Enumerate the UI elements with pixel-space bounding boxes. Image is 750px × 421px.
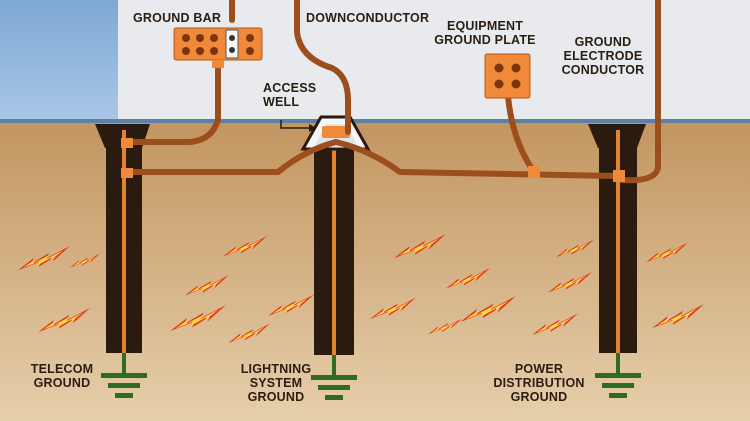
- downconductor-label: DOWNCONDUCTOR: [306, 11, 430, 25]
- telecom-clamp-upper: [121, 138, 133, 148]
- lightning-system-ground-label: LIGHTNING SYSTEM GROUND: [240, 362, 312, 404]
- equipment-ground-plate-label: EQUIPMENT GROUND PLATE: [434, 19, 536, 47]
- ground-bar-icon: [173, 27, 263, 68]
- power-clamp: [613, 170, 625, 182]
- power-distribution-ground-label: POWER DISTRIBUTION GROUND: [493, 362, 585, 404]
- ground-electrode-conductor-label: GROUND ELECTRODE CONDUCTOR: [561, 35, 645, 77]
- conductors: [121, 0, 661, 184]
- bond-clamp: [528, 166, 540, 178]
- sky: [0, 0, 118, 120]
- ground-bar-label: GROUND BAR: [133, 11, 222, 25]
- lightning-electrode: [314, 140, 354, 356]
- ground-symbol-icon: [101, 353, 641, 400]
- telecom-clamp-lower: [121, 168, 133, 178]
- access-well-label: ACCESS WELL: [263, 81, 317, 109]
- equipment-ground-plate-icon: [484, 53, 531, 99]
- telecom-ground-label: TELECOM GROUND: [30, 362, 94, 390]
- telecom-electrode: [95, 124, 150, 353]
